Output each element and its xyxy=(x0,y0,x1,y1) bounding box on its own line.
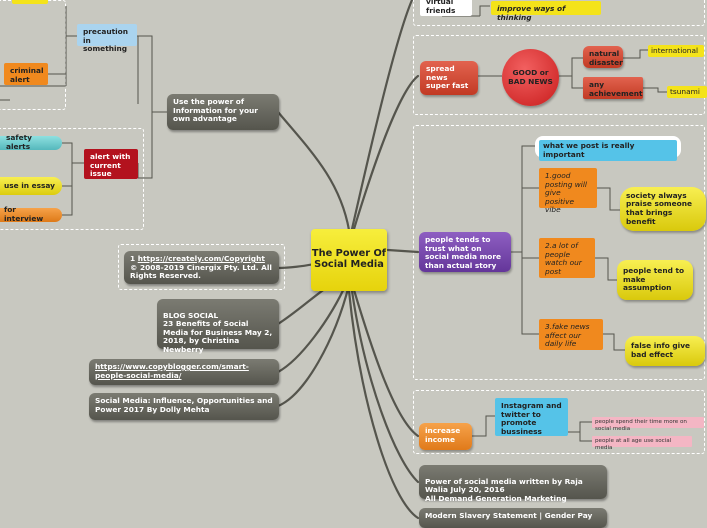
node-improve-thinking[interactable]: improve ways of thinking xyxy=(491,1,601,21)
node-alert-current-issue[interactable]: alert with current issue xyxy=(84,149,138,179)
node-natural-disaster[interactable]: natural disaster xyxy=(583,46,623,68)
node-instagram-label: Instagram and twitter to promote bussine… xyxy=(501,401,562,436)
node-raja-walia[interactable]: Power of social media written by Raja Wa… xyxy=(419,465,607,503)
node-good-posting-label: 1.good posting will give positive vibe xyxy=(545,171,587,215)
node-trust[interactable]: people tends to trust what on social med… xyxy=(419,232,511,272)
node-good-bad-news[interactable]: GOOD or BAD NEWS xyxy=(502,49,559,106)
group-frame-friends xyxy=(413,0,705,26)
node-trust-label: people tends to trust what on social med… xyxy=(425,235,502,270)
node-improve-thinking-label: improve ways of thinking xyxy=(497,4,566,22)
node-safety-alerts[interactable]: safety alerts xyxy=(0,133,62,151)
node-lot-people[interactable]: 2.a lot of people watch our post xyxy=(539,238,595,278)
node-lot-people-label: 2.a lot of people watch our post xyxy=(545,241,582,276)
node-use-power[interactable]: Use the power of Information for your ow… xyxy=(167,94,279,130)
node-top-left-yellow[interactable] xyxy=(12,0,48,4)
node-criminal-alert-label: criminal alert xyxy=(10,66,44,84)
node-good-posting[interactable]: 1.good posting will give positive vibe xyxy=(539,168,597,214)
group-frame-income xyxy=(413,390,705,454)
node-use-in-essay-label: use in essay xyxy=(4,180,56,190)
node-tsunami-label: tsunami xyxy=(670,87,700,96)
node-use-in-essay[interactable]: use in essay xyxy=(0,177,62,195)
node-use-power-label: Use the power of Information for your ow… xyxy=(173,97,258,124)
node-international-label: international xyxy=(651,46,699,55)
node-virtual-friends-label: virtual friends xyxy=(426,0,456,15)
node-any-achievement-label: any achievement xyxy=(589,80,643,98)
node-assumption-label: people tend to make assumption xyxy=(623,266,685,293)
node-international[interactable]: international xyxy=(648,45,704,57)
connector-lines xyxy=(0,0,668,520)
node-all-age-label: people at all age use social media xyxy=(595,438,672,451)
node-precaution[interactable]: precaution in something xyxy=(77,24,137,53)
copyblogger-link[interactable]: https://www.copyblogger.com/smart-people… xyxy=(95,362,249,380)
node-tsunami[interactable]: tsunami xyxy=(667,86,707,98)
node-for-interview-label: for interview xyxy=(4,205,44,223)
node-what-we-post-inner: what we post is really important xyxy=(539,140,677,162)
node-fake-news[interactable]: 3.fake news affect our daily life xyxy=(539,319,603,350)
node-copyblogger[interactable]: https://www.copyblogger.com/smart-people… xyxy=(89,359,279,385)
node-spread-news[interactable]: spread news super fast xyxy=(420,61,478,95)
node-society-label: society always praise someone that bring… xyxy=(626,190,692,226)
node-false-info-label: false info give bad effect xyxy=(631,341,691,359)
node-spend-time-label: people spend their time more on social m… xyxy=(595,419,687,432)
node-copyright-prefix: 1 xyxy=(130,254,138,263)
node-alert-current-issue-label: alert with current issue xyxy=(90,152,131,179)
node-fake-news-label: 3.fake news affect our daily life xyxy=(545,322,590,349)
central-topic-label: The Power Of Social Media xyxy=(311,248,387,270)
node-safety-alerts-label: safety alerts xyxy=(6,133,32,151)
node-any-achievement[interactable]: any achievement xyxy=(583,77,643,99)
node-copyright-rest: © 2008-2019 Cinergix Pty. Ltd. All Right… xyxy=(130,262,272,281)
node-blog-social[interactable]: BLOG SOCIAL 23 Benefits of Social Media … xyxy=(157,299,279,354)
group-frame-alerts xyxy=(0,128,144,230)
node-modern-slavery-label: Modern Slavery Statement | Gender Pay xyxy=(425,511,593,520)
node-what-we-post[interactable]: what we post is really important xyxy=(535,136,681,162)
node-blog-social-label: BLOG SOCIAL 23 Benefits of Social Media … xyxy=(163,310,273,354)
node-precaution-label: precaution in something xyxy=(83,27,128,54)
node-what-we-post-label: what we post is really important xyxy=(543,141,635,159)
node-raja-walia-label: Power of social media written by Raja Wa… xyxy=(425,476,583,503)
node-spread-news-label: spread news super fast xyxy=(426,64,469,91)
node-all-age[interactable]: people at all age use social media xyxy=(592,436,692,451)
node-false-info[interactable]: false info give bad effect xyxy=(625,336,705,366)
node-for-interview[interactable]: for interview xyxy=(0,205,62,223)
node-instagram[interactable]: Instagram and twitter to promote bussine… xyxy=(495,398,568,436)
node-good-bad-news-label: GOOD or BAD NEWS xyxy=(508,68,553,86)
central-topic[interactable]: The Power Of Social Media xyxy=(311,229,387,291)
node-society[interactable]: society always praise someone that bring… xyxy=(620,187,706,231)
node-criminal-alert[interactable]: criminal alert xyxy=(4,63,48,85)
node-influence-label: Social Media: Influence, Opportunities a… xyxy=(95,396,273,414)
group-frame-news xyxy=(413,35,705,115)
node-assumption[interactable]: people tend to make assumption xyxy=(617,260,693,300)
node-spend-time[interactable]: people spend their time more on social m… xyxy=(592,417,704,432)
node-increase-income[interactable]: increase income xyxy=(419,423,472,450)
node-increase-income-label: increase income xyxy=(425,426,461,444)
copyright-link[interactable]: https://creately.com/Copyright xyxy=(137,254,265,263)
node-influence[interactable]: Social Media: Influence, Opportunities a… xyxy=(89,393,279,420)
node-copyright[interactable]: 1 https://creately.com/Copyright © 2008-… xyxy=(124,251,279,284)
node-modern-slavery[interactable]: Modern Slavery Statement | Gender Pay xyxy=(419,508,607,528)
node-virtual-friends[interactable]: virtual friends xyxy=(420,0,472,16)
node-natural-disaster-label: natural disaster xyxy=(589,49,623,67)
